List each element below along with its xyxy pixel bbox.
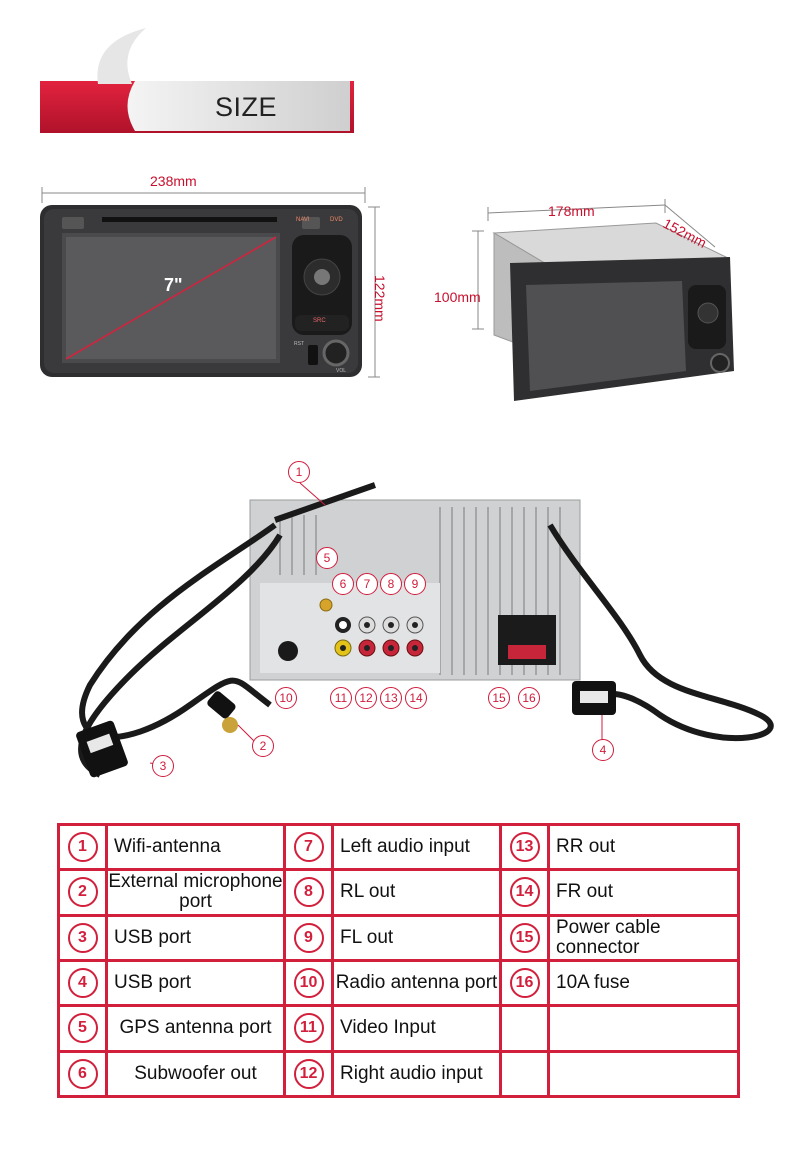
port-number-cell: 4 (57, 958, 108, 1008)
port-label: Left audio input (331, 822, 502, 872)
port-label (547, 1049, 740, 1099)
port-label: Video Input (331, 1004, 502, 1053)
port-number: 14 (509, 877, 540, 908)
port-number: 12 (293, 1058, 324, 1089)
port-number: 7 (293, 832, 324, 863)
port-number-cell: 11 (283, 1004, 334, 1053)
port-number: 2 (67, 877, 98, 908)
port-number-cell: 12 (283, 1049, 334, 1099)
callout-6: 6 (332, 573, 354, 595)
callout-13: 13 (380, 687, 402, 709)
callout-14: 14 (405, 687, 427, 709)
src-button: SRC (313, 318, 326, 324)
front-view: 238mm 7" 122mm NAVI DVD SRC RST VOL (40, 165, 388, 385)
callout-8: 8 (380, 573, 402, 595)
port-number: 8 (293, 877, 324, 908)
port-label: USB port (105, 958, 286, 1008)
port-number-cell: 8 (283, 868, 334, 917)
side-width-label: 178mm (548, 203, 595, 219)
port-number-cell: 3 (57, 913, 108, 962)
port-number-cell: 10 (283, 958, 334, 1008)
front-height-label: 122mm (372, 275, 388, 322)
front-width-label: 238mm (150, 173, 197, 189)
port-label: Power cable connector (547, 913, 740, 962)
dvd-button: DVD (330, 217, 343, 223)
callout-1: 1 (288, 461, 310, 483)
port-number: 5 (67, 1013, 98, 1044)
port-label: Subwoofer out (105, 1049, 286, 1099)
size-title: SIZE (214, 92, 277, 122)
port-number: 13 (509, 832, 540, 863)
port-label: Wifi-antenna (105, 822, 286, 872)
back-panel-diagram: 1 2 3 4 5 6 7 8 9 10 11 12 13 14 15 16 (20, 455, 790, 795)
size-banner: SIZE (40, 81, 354, 133)
back-panel-drawing (76, 482, 774, 778)
port-number: 16 (509, 968, 540, 999)
callout-3: 3 (152, 755, 174, 777)
callout-9: 9 (404, 573, 426, 595)
callout-10: 10 (275, 687, 297, 709)
port-label: External microphone port (105, 868, 286, 917)
port-label: RR out (547, 822, 740, 872)
callout-16: 16 (518, 687, 540, 709)
port-number: 11 (293, 1013, 324, 1044)
port-label: Right audio input (331, 1049, 502, 1099)
callout-12: 12 (355, 687, 377, 709)
port-number-cell: 9 (283, 913, 334, 962)
banner-graphic (40, 81, 354, 133)
port-number-cell: 5 (57, 1004, 108, 1053)
callout-4: 4 (592, 739, 614, 761)
port-label: Radio antenna port (331, 958, 502, 1008)
port-number-cell: 13 (499, 822, 550, 872)
callout-5: 5 (316, 547, 338, 569)
side-view: 178mm 152mm 100mm (430, 195, 750, 405)
vol-button: VOL (336, 368, 347, 374)
port-number-cell (499, 1004, 550, 1053)
callout-15: 15 (488, 687, 510, 709)
port-label: USB port (105, 913, 286, 962)
port-label: FR out (547, 868, 740, 917)
port-number-cell (499, 1049, 550, 1099)
port-number-cell: 7 (283, 822, 334, 872)
callout-7: 7 (356, 573, 378, 595)
port-number: 6 (67, 1058, 98, 1089)
port-number: 4 (67, 968, 98, 999)
side-height-label: 100mm (434, 289, 481, 305)
callout-11: 11 (330, 687, 352, 709)
navi-button: NAVI (296, 217, 310, 223)
port-number-cell: 1 (57, 822, 108, 872)
port-number-cell: 14 (499, 868, 550, 917)
port-number-cell: 16 (499, 958, 550, 1008)
port-number: 9 (293, 922, 324, 953)
port-label: FL out (331, 913, 502, 962)
screen-size-label: 7" (164, 275, 183, 295)
page-curl-graphic (97, 28, 146, 84)
port-number-cell: 2 (57, 868, 108, 917)
port-number: 10 (293, 968, 324, 999)
port-number-cell: 6 (57, 1049, 108, 1099)
port-number: 3 (67, 922, 98, 953)
port-label: RL out (331, 868, 502, 917)
rst-button: RST (294, 341, 304, 347)
port-number: 1 (67, 832, 98, 863)
port-label: GPS antenna port (105, 1004, 286, 1053)
front-view-drawing (40, 187, 380, 378)
callout-2: 2 (252, 735, 274, 757)
port-label (547, 1004, 740, 1053)
side-view-drawing (472, 199, 734, 401)
port-number-cell: 15 (499, 913, 550, 962)
port-label: 10A fuse (547, 958, 740, 1008)
port-number: 15 (509, 922, 540, 953)
